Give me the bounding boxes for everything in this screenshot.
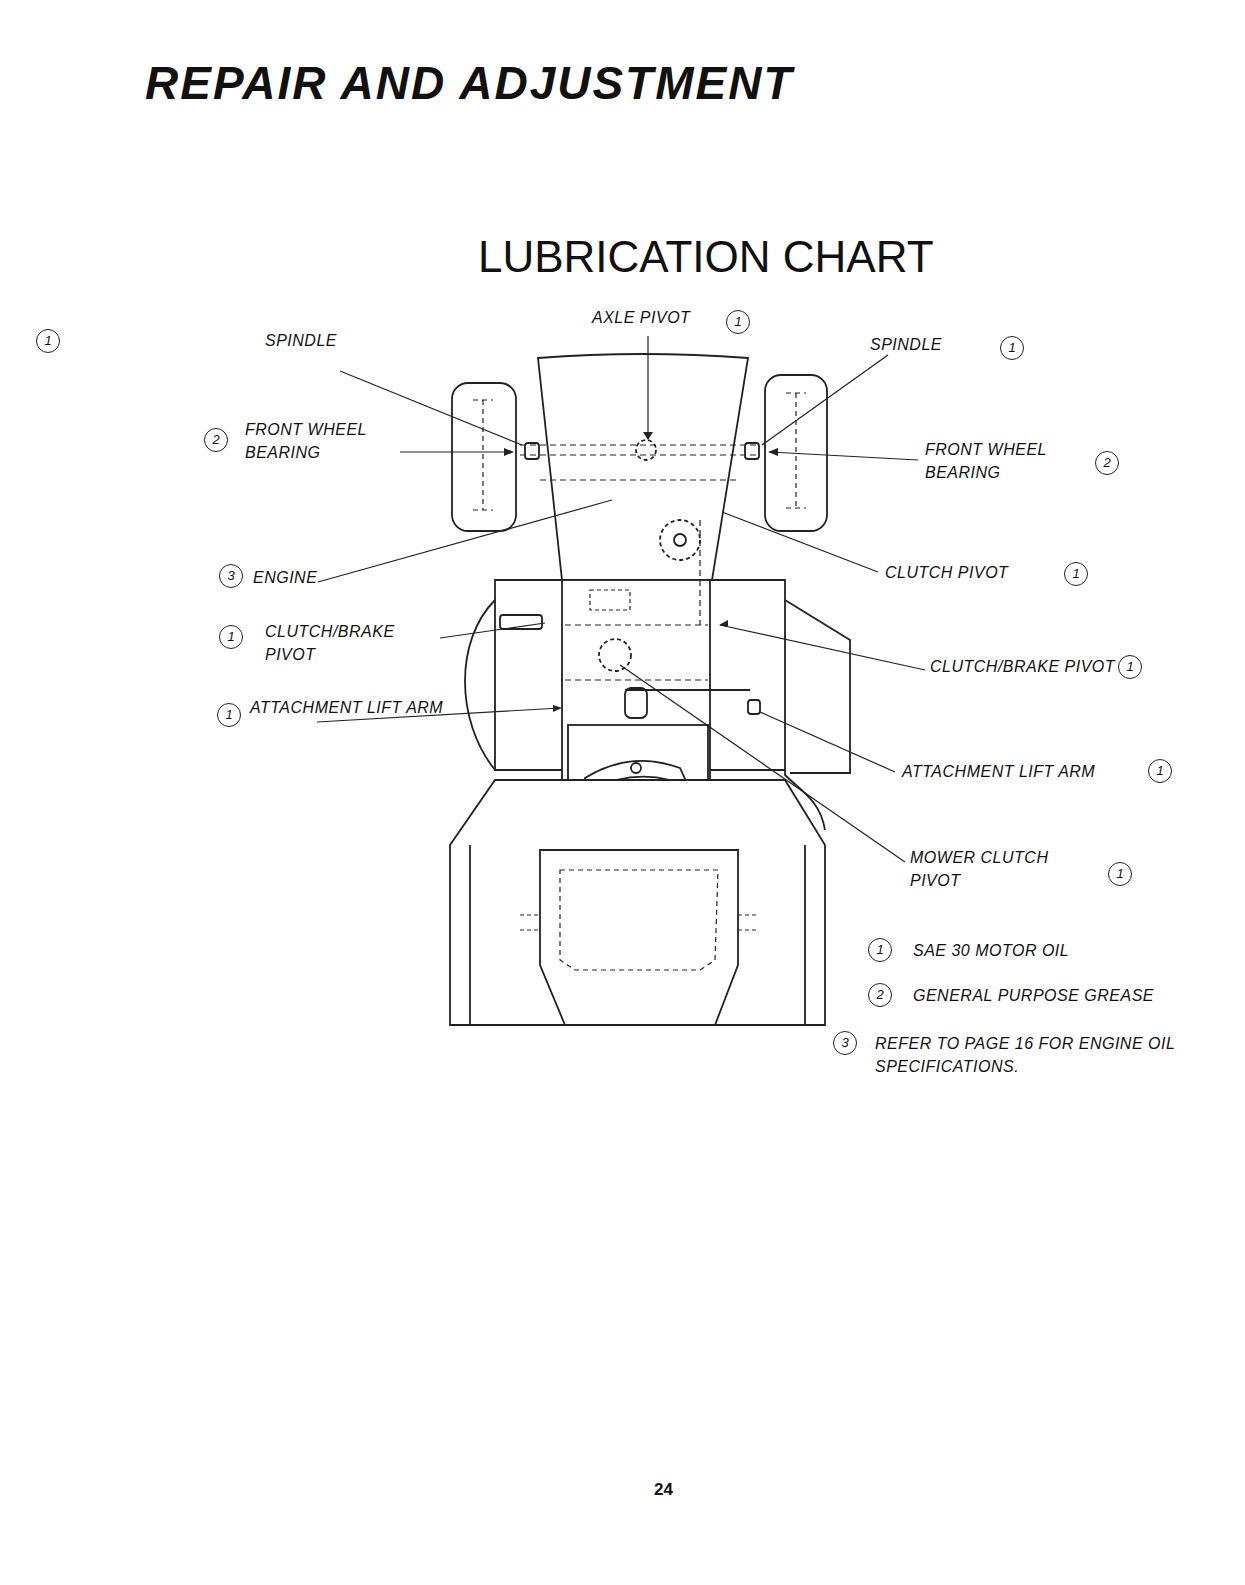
callout-number: 1 <box>1108 862 1132 886</box>
callout-number: 1 <box>36 329 60 353</box>
callout-number: 3 <box>833 1031 857 1055</box>
part-label: ATTACHMENT LIFT ARM <box>902 760 1142 783</box>
rear-body <box>450 780 825 1025</box>
callout-number: 1 <box>1148 759 1172 783</box>
part-label: FRONT WHEEL BEARING <box>925 438 1085 484</box>
part-label: SPINDLE <box>870 333 980 356</box>
callout-number: 1 <box>726 310 750 334</box>
page-number: 24 <box>654 1480 673 1500</box>
callout-number: 3 <box>219 564 243 588</box>
callout-number: 1 <box>868 938 892 962</box>
callout-number: 2 <box>868 983 892 1007</box>
callout-number: 2 <box>204 428 228 452</box>
part-label: MOWER CLUTCH PIVOT <box>910 846 1070 892</box>
legend-text: GENERAL PURPOSE GREASE <box>913 984 1233 1007</box>
legend-text: SAE 30 MOTOR OIL <box>913 939 1233 962</box>
part-label: CLUTCH PIVOT <box>885 561 1035 584</box>
legend-text: REFER TO PAGE 16 FOR ENGINE OIL SPECIFIC… <box>875 1032 1245 1078</box>
front-tire <box>452 383 516 531</box>
callout-number: 2 <box>1095 451 1119 475</box>
leader-lines <box>317 336 925 862</box>
part-label: CLUTCH/BRAKE PIVOT <box>930 655 1120 678</box>
hood <box>538 354 748 580</box>
lift-knob <box>625 688 647 718</box>
part-label: CLUTCH/BRAKE PIVOT <box>265 620 425 666</box>
callout-number: 1 <box>1118 655 1142 679</box>
callout-number: 1 <box>219 625 243 649</box>
part-label: FRONT WHEEL BEARING <box>245 418 395 464</box>
callout-number: 1 <box>1064 562 1088 586</box>
callout-number: 1 <box>217 703 241 727</box>
part-label: SPINDLE <box>265 329 375 352</box>
chart-title: LUBRICATION CHART <box>478 232 934 282</box>
fender-arc <box>465 600 495 770</box>
part-label: ENGINE <box>253 566 333 589</box>
section-heading: REPAIR AND ADJUSTMENT <box>145 56 794 110</box>
part-label: AXLE PIVOT <box>592 306 712 329</box>
seat <box>540 850 738 1025</box>
part-label: ATTACHMENT LIFT ARM <box>250 696 460 719</box>
callout-number: 1 <box>1000 336 1024 360</box>
